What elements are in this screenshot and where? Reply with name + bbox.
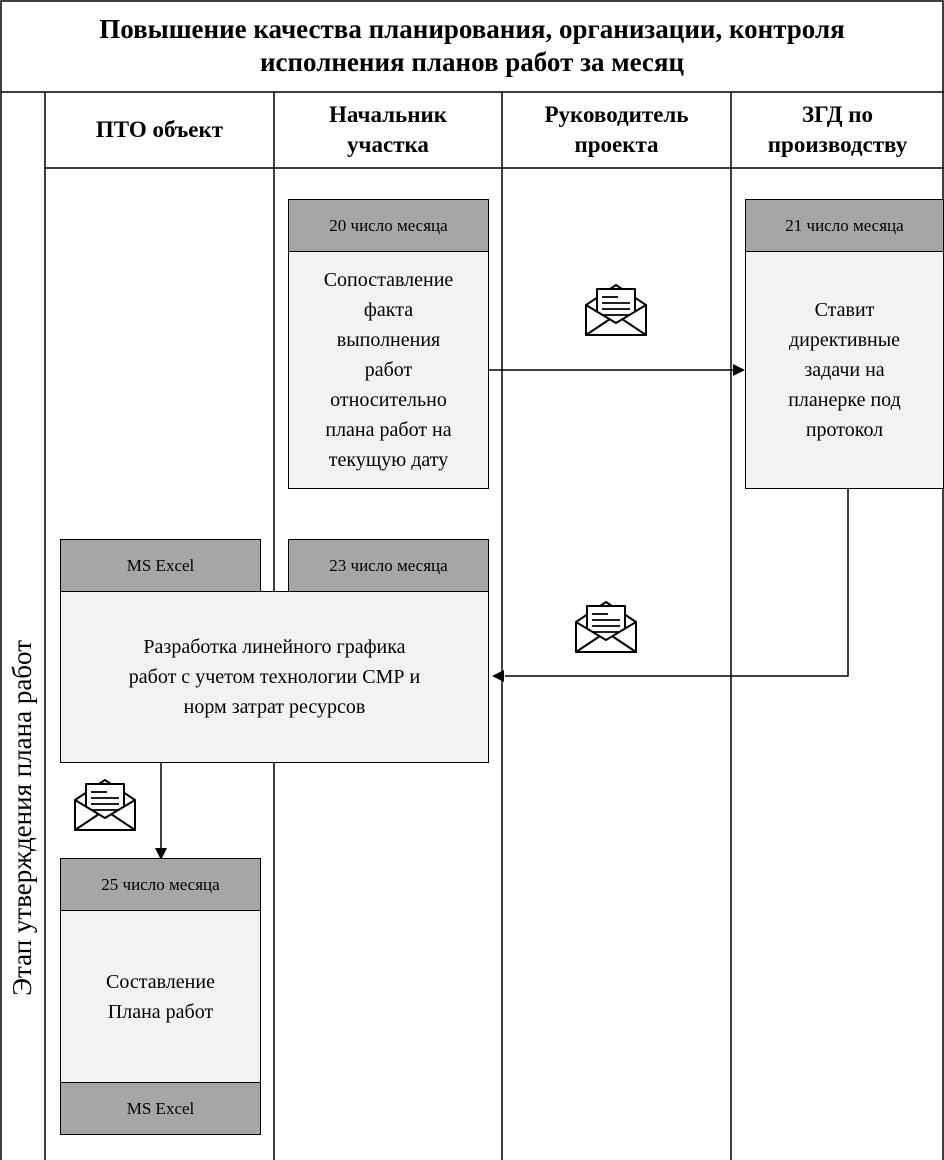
envelope-icon — [575, 601, 637, 653]
plan-tool-tag: MS Excel — [60, 1082, 261, 1135]
compare-task-box: Сопоставление факта выполнения работ отн… — [288, 251, 489, 489]
lane-header-text: Руководитель — [544, 102, 689, 127]
box-text-line: задачи на — [804, 359, 885, 381]
box-text-line: факта — [363, 299, 414, 321]
compare-date-header: 20 число месяца — [288, 199, 489, 252]
lane-header-pto: ПТО объект — [45, 92, 274, 168]
schedule-tool-tag: MS Excel — [60, 539, 261, 592]
plan-date-header: 25 число месяца — [60, 858, 261, 911]
envelope-icon — [585, 284, 647, 336]
box-text-line: плана работ на — [325, 419, 452, 441]
lane-header-text: ЗГД по — [801, 102, 874, 127]
box-text-line: Разработка линейного графика — [143, 636, 406, 658]
envelope-icon — [74, 779, 136, 831]
lane-header-text: участка — [347, 132, 429, 157]
flow-arrows — [160, 369, 849, 849]
box-text-line: относительно — [330, 389, 447, 411]
diagram-title: Повышение качества планирования, организ… — [0, 0, 944, 92]
box-text-line: работ — [364, 359, 413, 381]
lane-header-project-manager: Руководитель проекта — [502, 92, 731, 168]
box-text-line: планерке под — [788, 389, 901, 411]
box-text-line: Плана работ — [107, 1000, 214, 1023]
lane-header-site-chief: Начальник участка — [274, 92, 502, 168]
box-text-line: Сопоставление — [323, 269, 454, 291]
schedule-date-header: 23 число месяца — [288, 539, 489, 592]
box-text-line: норм затрат ресурсов — [183, 696, 366, 718]
plan-task-box: Составление Плана работ — [60, 910, 261, 1083]
lane-header-text: производству — [767, 132, 908, 157]
box-text-line: работ с учетом технологии СМР и — [128, 666, 421, 688]
directive-date-header: 21 число месяца — [745, 199, 944, 252]
arrowhead — [155, 848, 167, 860]
box-text-line: директивные — [788, 329, 901, 351]
directive-task-box: Ставит директивные задачи на планерке по… — [745, 251, 944, 489]
arrowhead — [492, 670, 504, 682]
box-text-line: Ставит — [814, 299, 875, 321]
box-text-line: выполнения — [336, 329, 441, 351]
box-text-line: текущую дату — [328, 449, 449, 471]
lane-header-text: проекта — [574, 132, 659, 157]
lane-header-text: ПТО объект — [95, 117, 224, 142]
title-line-2: исполнения планов работ за месяц — [259, 47, 685, 77]
box-text-line: протокол — [805, 419, 884, 441]
stage-label: Этап утверждения плана работ — [6, 640, 37, 996]
lane-header-deputy-director: ЗГД по производству — [731, 92, 944, 168]
schedule-task-box: Разработка линейного графика работ с уче… — [60, 591, 489, 763]
arrowhead — [733, 364, 745, 376]
lane-header-text: Начальник — [329, 102, 447, 127]
box-text-line: Составление — [106, 970, 215, 993]
title-line-1: Повышение качества планирования, организ… — [99, 14, 845, 44]
